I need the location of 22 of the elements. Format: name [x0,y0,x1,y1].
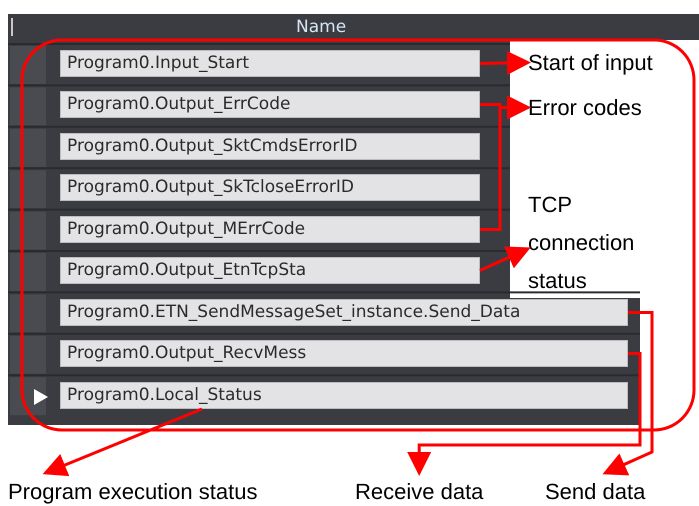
annotation-text: Program execution status [8,473,258,506]
annotation-text: TCP connection status [528,186,678,300]
variable-name-field: Program0.Output_ErrCode [60,91,480,118]
variable-name-field: Program0.Output_MErrCode [60,216,480,243]
variable-name-field: Program0.Output_SkTcloseErrorID [60,174,480,201]
arrow [602,311,654,476]
annotation-text: Error codes [528,89,642,126]
column-header: Name [296,17,346,37]
variable-name-field: Program0.Output_SktCmdsErrorID [60,133,480,160]
annotation-text: Start of input [528,44,653,81]
annotation-text: Receive data [355,473,484,506]
arrow [480,50,531,75]
arrow [42,408,203,476]
arrow [407,352,642,476]
annotation-text: Send data [545,473,646,506]
variable-name-field: Program0.Input_Start [60,50,480,77]
arrow [480,96,531,231]
variable-name-field: Program0.ETN_SendMessageSet_instance.Send_Data [60,299,628,326]
arrow [479,246,531,272]
variable-name-field: Program0.Output_EtnTcpSta [60,257,480,284]
variable-name-field: Program0.Local_Status [60,382,628,409]
variable-name-field: Program0.Output_RecvMess [60,340,628,367]
